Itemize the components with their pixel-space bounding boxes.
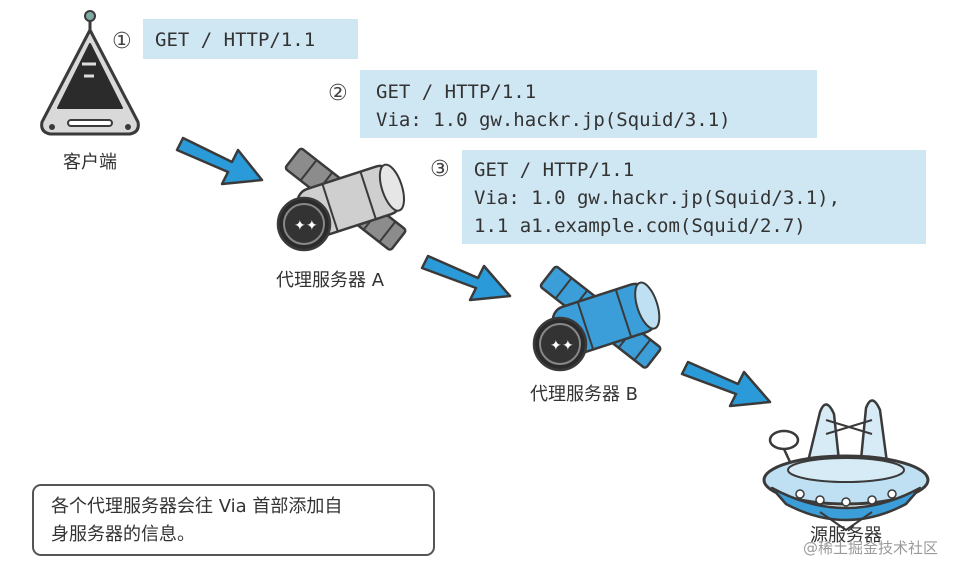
step-3-line-1: GET / HTTP/1.1 — [474, 159, 634, 181]
proxy-b-label: 代理服务器 B — [530, 384, 638, 405]
svg-text:✦: ✦ — [550, 338, 562, 354]
flow-arrow-icon — [420, 254, 512, 302]
svg-text:✦: ✦ — [294, 218, 306, 234]
client-terminal-icon — [40, 10, 140, 136]
step-2-request-box — [360, 70, 817, 138]
step-1-line-1: GET / HTTP/1.1 — [155, 29, 315, 51]
watermark-text: @稀土掘金技术社区 — [803, 539, 938, 557]
note-line-2: 身服务器的信息。 — [51, 524, 195, 545]
svg-text:✦: ✦ — [306, 218, 318, 234]
flow-arrow-icon — [680, 360, 772, 408]
note-box — [32, 484, 435, 556]
step-1-number: ① — [112, 29, 132, 54]
step-1-request-box — [143, 19, 358, 59]
step-2-line-1: GET / HTTP/1.1 — [376, 81, 536, 103]
flow-arrow-icon — [175, 136, 264, 186]
step-3-request-box — [462, 150, 926, 244]
proxy-a-label: 代理服务器 A — [276, 270, 385, 291]
step-2-line-2: Via: 1.0 gw.hackr.jp(Squid/3.1) — [376, 109, 731, 131]
client-label: 客户端 — [63, 152, 117, 173]
origin-label: 源服务器 — [810, 525, 882, 546]
step-3-number: ③ — [430, 157, 450, 182]
proxy-a-satellite-icon: ✦ ✦ — [276, 147, 407, 252]
step-3-line-3: 1.1 a1.example.com(Squid/2.7) — [474, 215, 806, 237]
step-3-line-2: Via: 1.0 gw.hackr.jp(Squid/3.1), — [474, 187, 840, 209]
svg-text:✦: ✦ — [562, 338, 574, 354]
proxy-b-satellite-icon: ✦ ✦ — [532, 265, 662, 372]
step-2-number: ② — [328, 81, 348, 106]
note-line-1: 各个代理服务器会往 Via 首部添加自 — [51, 496, 342, 517]
origin-server-ufo-icon — [762, 399, 930, 532]
